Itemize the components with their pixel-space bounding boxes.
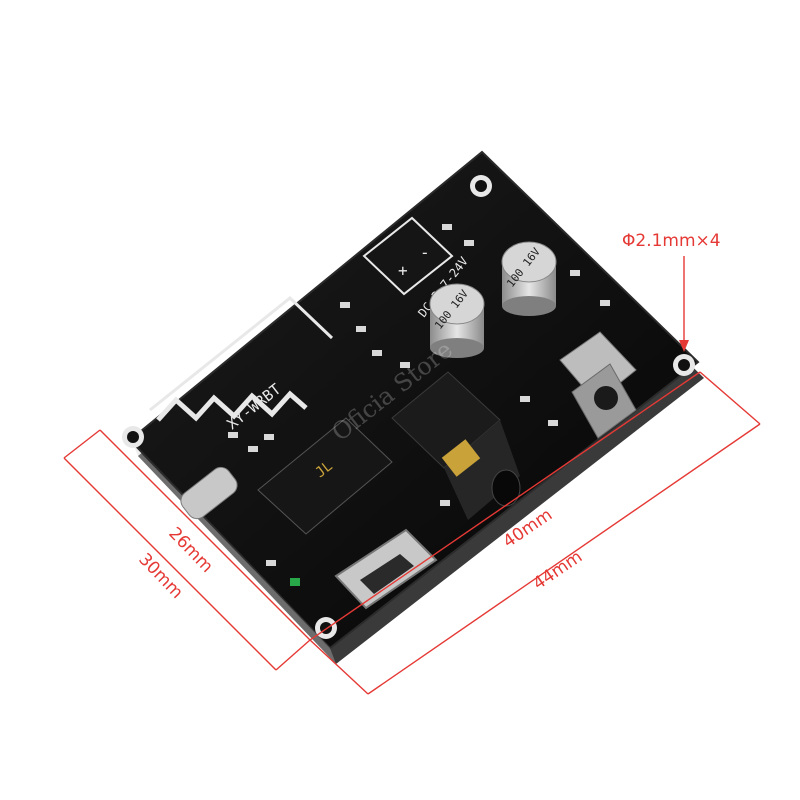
ir-receiver xyxy=(559,331,637,439)
pcb-board: JL + - XY-WRBT xyxy=(122,150,704,664)
power-terminal: + - xyxy=(362,216,454,296)
mounting-hole xyxy=(315,617,337,639)
audio-jack xyxy=(391,371,521,520)
mounting-hole xyxy=(122,426,144,448)
svg-text:+: + xyxy=(398,261,408,280)
svg-text:-: - xyxy=(420,243,430,262)
dimension-lines xyxy=(63,256,761,695)
capacitor: 100 16V xyxy=(501,241,557,316)
hole-dimension-label: Φ2.1mm×4 xyxy=(622,231,721,251)
main-chip: JL xyxy=(257,417,393,535)
micro-usb-port xyxy=(334,528,438,610)
status-led xyxy=(290,578,300,586)
mounting-hole xyxy=(470,175,492,197)
outer-width-label: 44mm xyxy=(530,547,587,594)
crystal-oscillator xyxy=(180,466,238,520)
inner-height-label: 26mm xyxy=(164,524,216,577)
outer-height-label: 30mm xyxy=(134,550,186,603)
capacitor: 100 16V xyxy=(429,283,485,358)
mounting-hole xyxy=(673,354,695,376)
antenna-trace xyxy=(156,390,308,422)
smd-components xyxy=(228,224,610,566)
